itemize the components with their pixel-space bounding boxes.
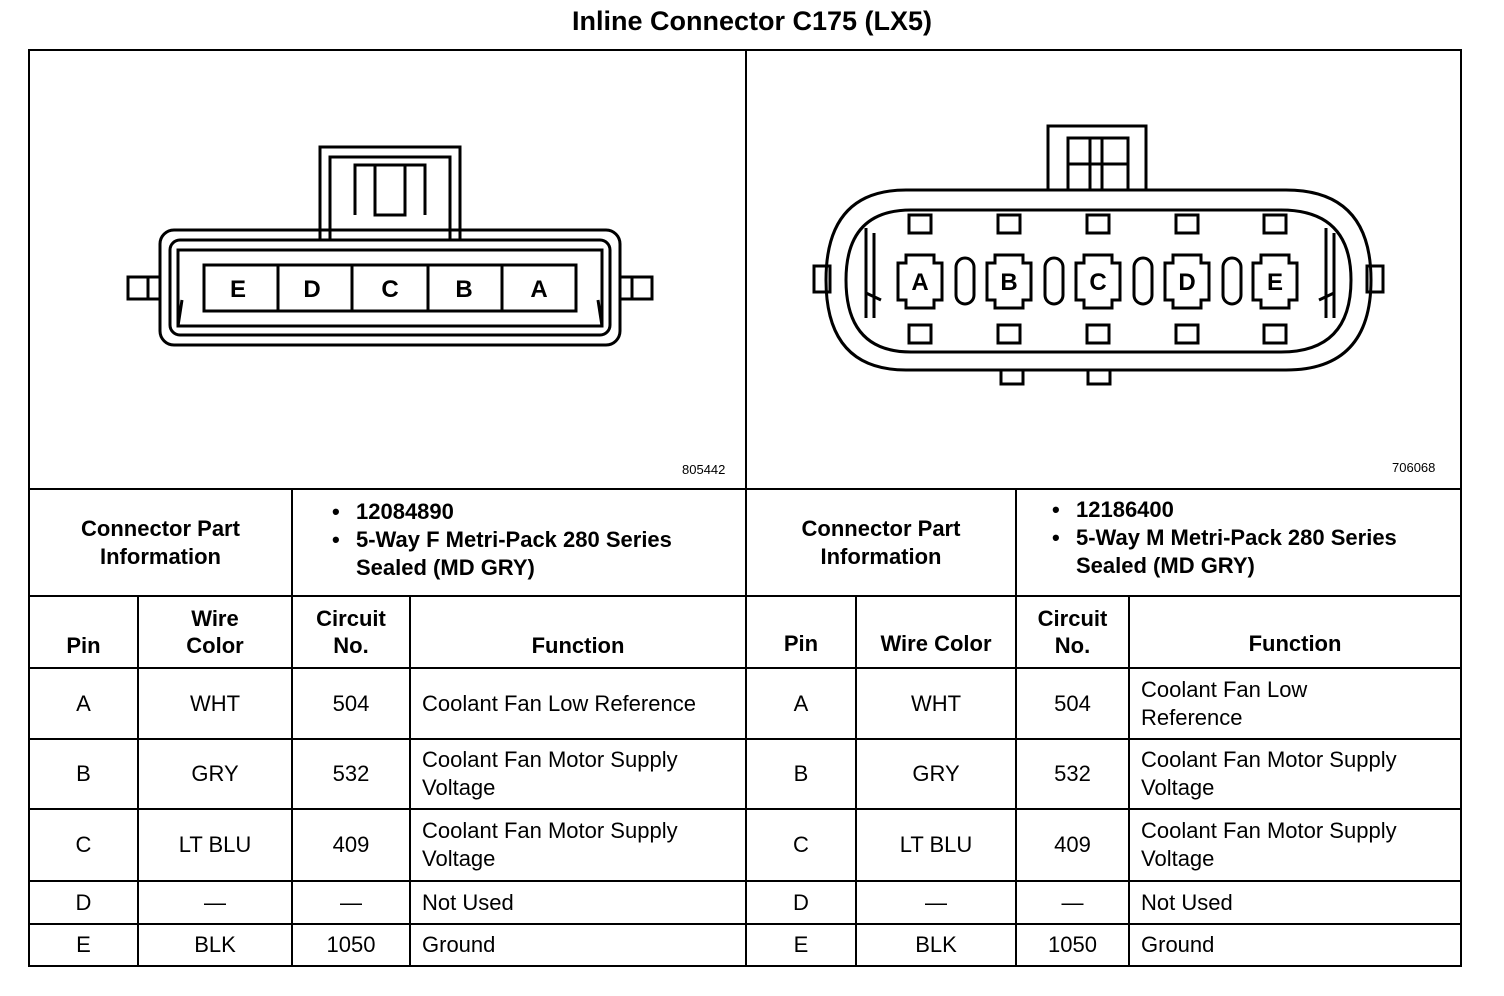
- left-function-cell: Ground: [422, 932, 496, 957]
- left-circuit-cell: 409: [332, 832, 370, 857]
- left-figure-id: 805442: [682, 462, 726, 477]
- left-wire-cell: GRY: [191, 761, 239, 786]
- left-pin-cell: E: [76, 932, 91, 957]
- row-b-rule: [28, 808, 1462, 810]
- right-function-cell: Coolant Fan Motor Supply Voltage: [1141, 747, 1397, 800]
- left-circuit-cell: 532: [332, 761, 370, 786]
- right-connector-diagram: A B C D E: [806, 118, 1396, 393]
- left-cavity-label: E: [230, 276, 246, 303]
- left-info-divider: [291, 488, 293, 967]
- left-part-description: 5-Way F Metri-Pack 280 Series Sealed (MD…: [356, 527, 672, 580]
- right-function-cell: Coolant Fan Motor Supply Voltage: [1141, 818, 1397, 871]
- right-cavity-label: B: [1000, 269, 1017, 296]
- left-header-wire: Wire Color: [186, 606, 244, 658]
- right-part-number: 12186400: [1076, 497, 1174, 522]
- right-cavity-label: C: [1089, 269, 1106, 296]
- right-cavity-label: E: [1267, 269, 1283, 296]
- left-cavity-label: B: [455, 276, 472, 303]
- left-pin-divider: [137, 595, 139, 967]
- left-circuit-divider: [409, 595, 411, 967]
- right-wire-cell: LT BLU: [899, 832, 973, 857]
- left-wire-cell: —: [204, 889, 226, 915]
- left-pin-cell: B: [76, 761, 91, 786]
- right-part-info: •12186400 •5-Way M Metri-Pack 280 Series…: [1052, 496, 1457, 580]
- left-part-info: •12084890 •5-Way F Metri-Pack 280 Series…: [332, 498, 737, 582]
- left-cavity-label: A: [530, 276, 547, 303]
- right-pin-cell: E: [793, 932, 809, 957]
- row-a-rule: [28, 738, 1462, 740]
- right-wire-cell: —: [925, 889, 947, 915]
- left-header-pin: Pin: [66, 633, 101, 658]
- right-circuit-cell: —: [1061, 889, 1084, 915]
- left-pin-cell: C: [75, 832, 92, 857]
- left-circuit-cell: —: [340, 889, 362, 915]
- right-circuit-cell: 1050: [1048, 932, 1097, 957]
- right-wire-cell: GRY: [912, 761, 960, 786]
- right-info-divider: [1015, 488, 1017, 967]
- info-bottom-rule: [28, 595, 1462, 597]
- right-pin-cell: C: [793, 832, 809, 857]
- left-cavity-label: C: [381, 276, 398, 303]
- row-c-rule: [28, 880, 1462, 882]
- left-circuit-cell: 1050: [326, 932, 376, 957]
- left-pin-cell: D: [75, 889, 92, 915]
- left-function-cell: Coolant Fan Motor Supply Voltage: [422, 818, 678, 871]
- right-info-label: Connector Part Information: [801, 515, 961, 569]
- right-pin-divider: [855, 595, 857, 967]
- left-part-number: 12084890: [356, 499, 454, 524]
- right-cavity-label: A: [911, 269, 928, 296]
- right-header-function: Function: [1248, 631, 1342, 656]
- right-pin-cell: D: [793, 889, 809, 915]
- left-connector-diagram: E D C B A: [120, 135, 660, 355]
- left-function-cell: Coolant Fan Motor Supply Voltage: [422, 747, 678, 800]
- left-wire-cell: WHT: [189, 690, 241, 716]
- center-divider: [745, 49, 747, 967]
- right-header-pin: Pin: [783, 631, 819, 656]
- right-circuit-cell: 409: [1054, 832, 1091, 857]
- right-circuit-cell: 532: [1054, 761, 1091, 786]
- right-header-circuit: Circuit No.: [1037, 606, 1108, 658]
- right-figure-id: 706068: [1392, 460, 1436, 475]
- right-part-description: 5-Way M Metri-Pack 280 Series Sealed (MD…: [1076, 525, 1397, 578]
- right-pin-cell: B: [793, 761, 809, 786]
- left-wire-cell: LT BLU: [178, 832, 252, 857]
- right-circuit-divider: [1128, 595, 1130, 967]
- left-cavity-label: D: [303, 276, 320, 303]
- right-function-cell: Not Used: [1141, 889, 1233, 915]
- right-circuit-cell: 504: [1054, 690, 1091, 716]
- left-header-function: Function: [531, 633, 625, 658]
- diagram-bottom-rule: [28, 488, 1462, 490]
- left-info-label: Connector Part Information: [81, 515, 240, 569]
- right-function-cell: Ground: [1141, 932, 1215, 957]
- right-pin-cell: A: [793, 690, 809, 716]
- row-d-rule: [28, 923, 1462, 925]
- header-bottom-rule: [28, 667, 1462, 669]
- right-header-wire: Wire Color: [880, 631, 992, 656]
- left-function-cell: Not Used: [422, 889, 514, 915]
- left-pin-cell: A: [76, 690, 91, 716]
- left-function-cell: Coolant Fan Low Reference: [422, 690, 696, 716]
- right-wire-cell: BLK: [915, 932, 957, 957]
- right-function-cell: Coolant Fan Low Reference: [1141, 676, 1308, 730]
- right-cavity-label: D: [1178, 269, 1195, 296]
- page-title: Inline Connector C175 (LX5): [571, 6, 933, 36]
- left-wire-cell: BLK: [194, 932, 236, 957]
- left-circuit-cell: 504: [332, 690, 370, 716]
- right-wire-cell: WHT: [910, 690, 962, 716]
- left-header-circuit: Circuit No.: [316, 606, 386, 658]
